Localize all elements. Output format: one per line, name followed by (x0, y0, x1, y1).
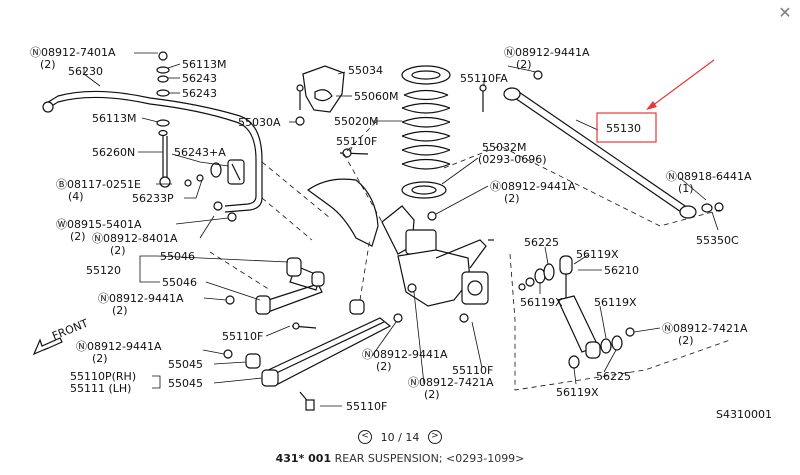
assembly-boundary-lines (209, 121, 731, 391)
label-55120: 55120 (86, 264, 121, 277)
label-56113m-a: 56113M (182, 58, 226, 71)
label-55046-b: 55046 (162, 276, 197, 289)
label-56225-b: 56225 (596, 370, 631, 383)
rear-axle-housing (306, 178, 494, 323)
label-n08912-9441a-center-qty: (2) (504, 192, 520, 205)
close-button[interactable]: ✕ (776, 4, 794, 22)
chevron-right-icon: > (431, 431, 439, 441)
label-55032m: 55032M (482, 141, 526, 154)
front-arrow-icon (32, 337, 63, 356)
stabilizer-bushing-clamp (210, 159, 245, 222)
label-n08912-8401a-qty: (2) (110, 244, 126, 257)
label-n08912-9441a-top: Ⓝ08912-9441A (504, 46, 590, 59)
label-56119x-d: 56119X (556, 386, 599, 399)
diagram-caption: 431* 001 REAR SUSPENSION; <0293-1099> (0, 452, 800, 465)
highlight-annotation (596, 59, 715, 143)
label-55030a: 55030A (238, 116, 281, 129)
stabilizer-link-stack (156, 51, 204, 188)
label-55110fa: 55110FA (460, 72, 508, 85)
label-n08918-6441a-qty: (1) (678, 182, 694, 195)
close-icon: ✕ (778, 3, 792, 22)
label-55032m-range: (0293-0696) (478, 153, 547, 166)
label-w08915-5401a-qty: (2) (70, 230, 86, 243)
caption-code: 431* 001 (275, 452, 332, 465)
chevron-left-icon: < (361, 431, 369, 441)
label-56260n: 56260N (92, 146, 135, 159)
label-55034: 55034 (348, 64, 383, 77)
pager: < 10 / 14 > (358, 428, 442, 446)
label-56243-a: 56243 (182, 72, 217, 85)
label-56119x-a: 56119X (576, 248, 619, 261)
label-56225-a: 56225 (524, 236, 559, 249)
label-n08918-6441a: Ⓝ08918-6441A (666, 170, 752, 183)
shock-absorber (518, 255, 635, 369)
label-56210: 56210 (604, 264, 639, 277)
label-56233p: 56233P (132, 192, 174, 205)
label-56113m-b: 56113M (92, 112, 136, 125)
label-55130: 55130 (606, 122, 641, 135)
label-n08912-8401a: Ⓝ08912-8401A (92, 232, 178, 245)
bump-stop-bracket (295, 65, 369, 158)
label-55350c: 55350C (696, 234, 739, 247)
label-n08912-9441a-bottom-qty: (2) (376, 360, 392, 373)
label-n08912-9441a-lower-qty: (2) (92, 352, 108, 365)
label-n08912-9441a-lower: Ⓝ08912-9441A (76, 340, 162, 353)
label-front: FRONT (50, 317, 90, 343)
label-n08912-7421a-right-qty: (2) (678, 334, 694, 347)
label-n08912-9441a-left: Ⓝ08912-9441A (98, 292, 184, 305)
lower-link (223, 299, 403, 411)
label-n08912-9441a-left-qty: (2) (112, 304, 128, 317)
label-w08915-5401a: Ⓦ08915-5401A (56, 218, 142, 231)
next-page-button[interactable]: > (427, 430, 442, 444)
label-n08912-7401a-qty: (2) (40, 58, 56, 71)
label-n08912-9441a-bottom: Ⓝ08912-9441A (362, 348, 448, 361)
label-b08117-0251e: Ⓑ08117-0251E (56, 178, 141, 191)
label-n08912-9441a-top-qty: (2) (516, 58, 532, 71)
label-56243a: 56243+A (174, 146, 226, 159)
stabilizer-bar (42, 90, 263, 213)
label-55110f-top: 55110F (336, 135, 377, 148)
label-55110f-right: 55110F (452, 364, 493, 377)
label-55110p: 55110P(RH) (70, 370, 136, 383)
coil-spring-assembly (401, 65, 451, 199)
label-56119x-b: 56119X (520, 296, 563, 309)
diagram-ref-code: S4310001 (716, 408, 772, 421)
lateral-rod (479, 70, 724, 219)
label-56243-b: 56243 (182, 87, 217, 100)
caption-title: REAR SUSPENSION; <0293-1099> (334, 452, 525, 465)
label-56119x-c: 56119X (594, 296, 637, 309)
label-55045-b: 55045 (168, 377, 203, 390)
label-n08912-7421a-right: Ⓝ08912-7421A (662, 322, 748, 335)
label-n08912-7401a: Ⓝ08912-7401A (30, 46, 116, 59)
label-55110f-bottom: 55110F (346, 400, 387, 413)
label-55111: 55111 (LH) (70, 382, 131, 395)
label-n08912-9441a-center: Ⓝ08912-9441A (490, 180, 576, 193)
label-55110f-mid: 55110F (222, 330, 263, 343)
upper-link (225, 257, 325, 330)
label-55020m: 55020M (334, 115, 378, 128)
part-labels: Ⓝ08912-7401A (2) 56230 56113M 56243 5624… (30, 46, 772, 421)
label-b08117-0251e-qty: (4) (68, 190, 84, 203)
prev-page-button[interactable]: < (358, 430, 372, 444)
label-n08912-7421a-bottom: Ⓝ08912-7421A (408, 376, 494, 389)
label-56230: 56230 (68, 65, 103, 78)
label-55046-a: 55046 (160, 250, 195, 263)
label-55045-a: 55045 (168, 358, 203, 371)
label-n08912-7421a-bottom-qty: (2) (424, 388, 440, 401)
label-55060m: 55060M (354, 90, 398, 103)
leader-lines (83, 52, 719, 407)
page-indicator: 10 / 14 (380, 430, 420, 444)
